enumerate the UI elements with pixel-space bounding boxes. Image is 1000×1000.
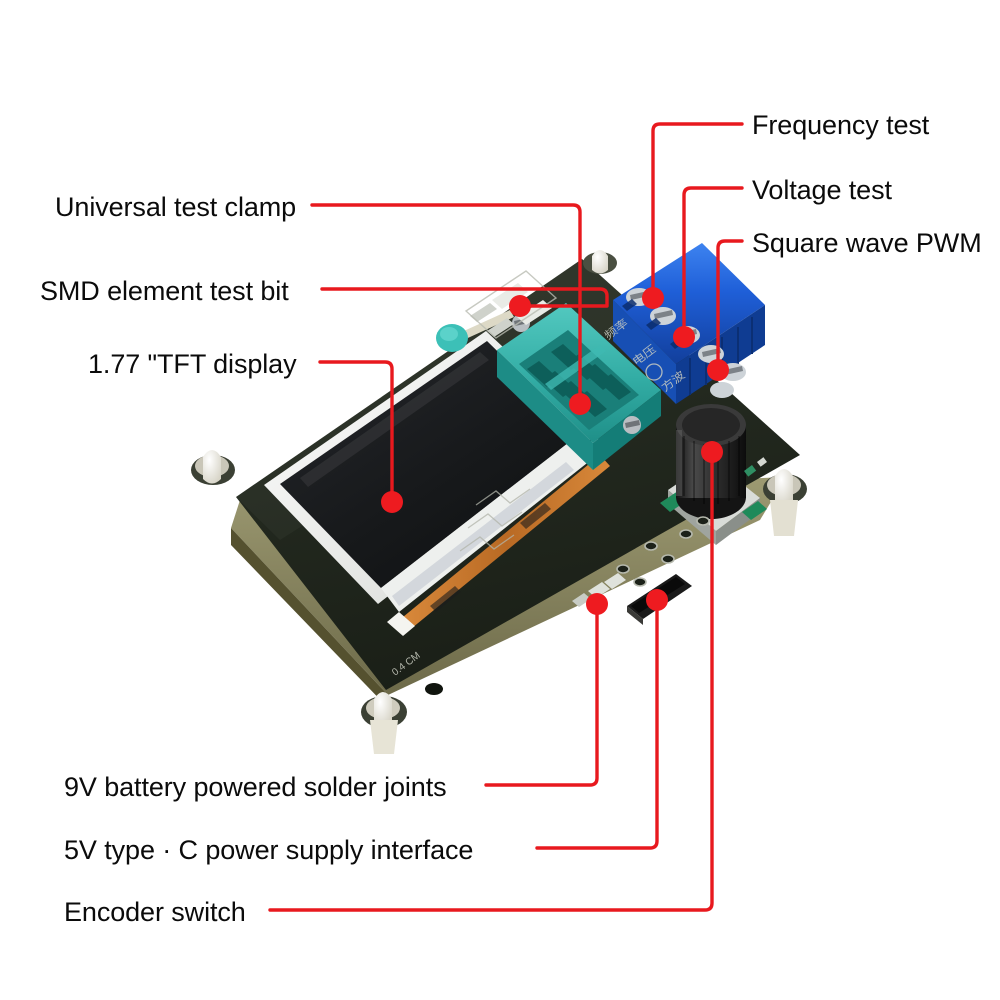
callout-label-tft-display: 1.77 "TFT display xyxy=(88,349,297,379)
callout-label-square-wave-pwm: Square wave PWM xyxy=(752,228,982,258)
callout-label-frequency-test: Frequency test xyxy=(752,110,930,140)
callout-label-usb-c-power: 5V type · C power supply interface xyxy=(64,835,474,865)
callout-label-voltage-test: Voltage test xyxy=(752,175,892,205)
callout-label-smd-element-test-bit: SMD element test bit xyxy=(40,276,289,306)
standoff-rear xyxy=(583,250,617,274)
callout-label-encoder-switch: Encoder switch xyxy=(64,897,246,927)
callout-label-universal-test-clamp: Universal test clamp xyxy=(55,192,297,222)
standoff-top-right xyxy=(763,469,807,536)
standoff-bottom-left xyxy=(361,692,407,754)
callout-label-battery-solder-joints: 9V battery powered solder joints xyxy=(64,772,447,802)
standoff-top-left xyxy=(191,450,235,485)
